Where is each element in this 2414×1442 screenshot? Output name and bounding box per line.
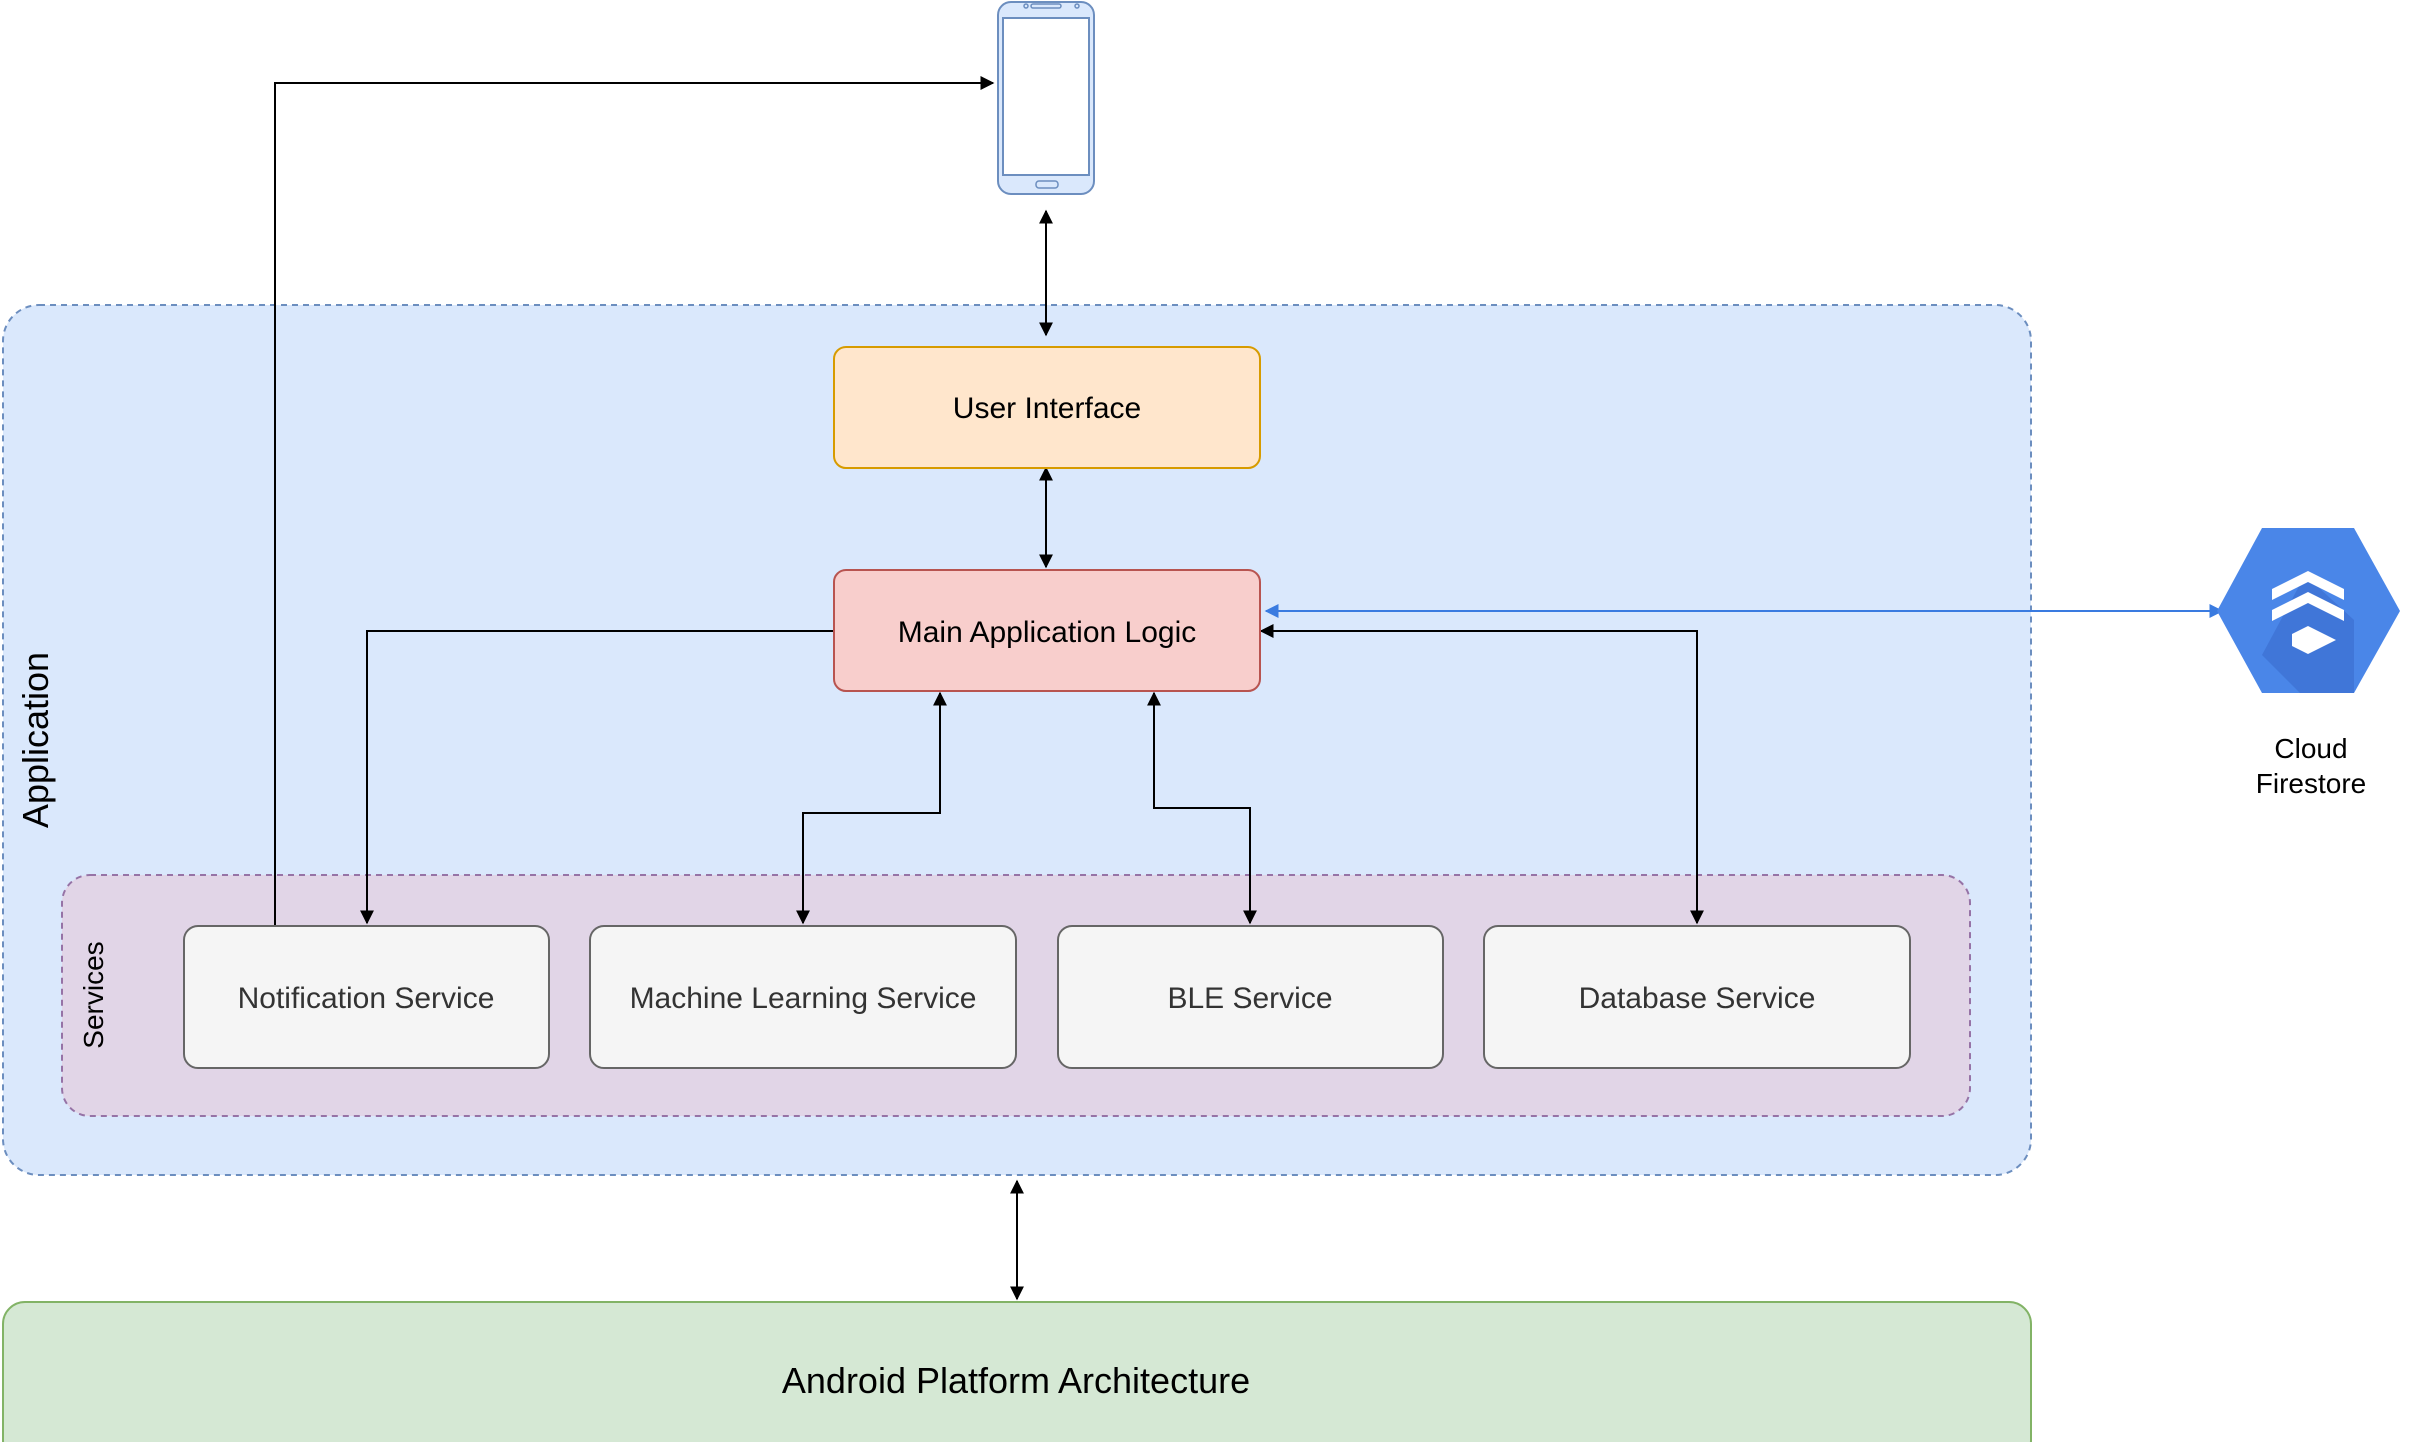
main-logic-label: Main Application Logic [898, 616, 1197, 649]
connector-logic-notification [360, 630, 833, 925]
android-platform-box: Android Platform Architecture [2, 1301, 2032, 1442]
cloud-firestore-label-line1: Cloud [2274, 733, 2347, 764]
user-interface-box: User Interface [833, 346, 1261, 469]
cloud-firestore-icon [2217, 528, 2400, 693]
service-machine-learning-label: Machine Learning Service [630, 982, 977, 1015]
application-label: Application [15, 652, 56, 828]
connector-database-logic [1259, 624, 1704, 925]
service-ble: BLE Service [1057, 925, 1444, 1069]
service-database: Database Service [1483, 925, 1911, 1069]
android-platform-label: Android Platform Architecture [782, 1360, 1250, 1401]
cloud-firestore-label-line2: Firestore [2256, 768, 2366, 799]
service-notification: Notification Service [183, 925, 550, 1069]
connector-logic-ml [796, 691, 947, 925]
services-label: Services [78, 941, 109, 1048]
service-database-label: Database Service [1579, 982, 1816, 1015]
service-ble-label: BLE Service [1167, 982, 1332, 1015]
connectors [274, 76, 1704, 1301]
connector-notification-phone [274, 76, 995, 925]
smartphone-icon [997, 1, 1095, 195]
user-interface-label: User Interface [953, 392, 1141, 425]
connector-logic-ble [1147, 691, 1257, 925]
service-notification-label: Notification Service [238, 982, 495, 1015]
service-machine-learning: Machine Learning Service [589, 925, 1017, 1069]
main-logic-box: Main Application Logic [833, 569, 1261, 692]
